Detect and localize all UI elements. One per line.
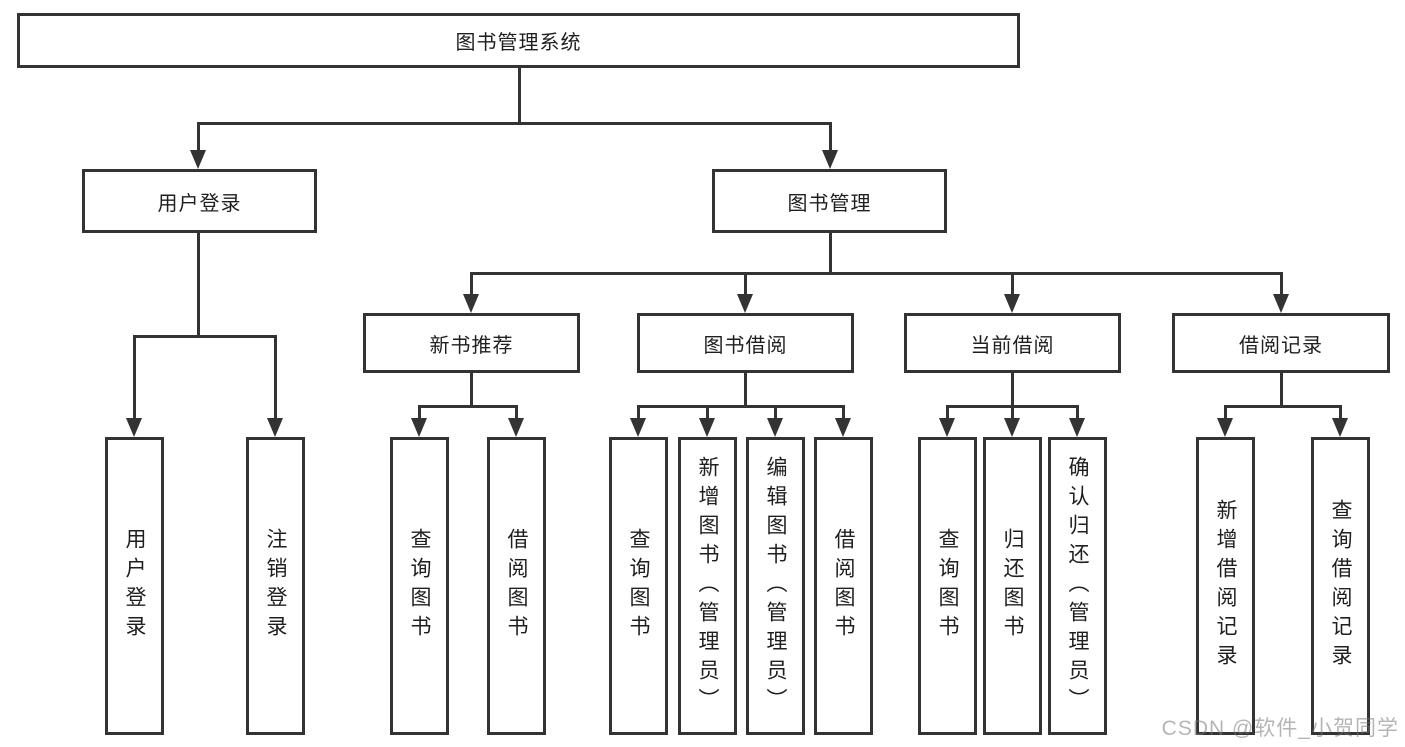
node-book-borrow: 图书借阅: [637, 313, 854, 373]
connector-line: [470, 272, 1282, 275]
node-user-login: 用户登录: [82, 169, 317, 233]
connector-line: [1011, 405, 1014, 419]
connector-line: [515, 405, 518, 419]
connector-line: [774, 405, 777, 419]
node-label: 图书管理: [787, 192, 872, 215]
node-new-book-recommend: 新书推荐: [363, 313, 580, 373]
node-label: 当前借阅: [970, 334, 1055, 357]
node-label: 借阅记录: [1239, 334, 1323, 357]
leaf-borrow-query-books: 查询图书: [609, 437, 668, 735]
arrowhead-down-icon: [463, 294, 479, 313]
leaf-record-query-borrow-record: 查询借阅记录: [1311, 437, 1370, 735]
connector-line: [518, 68, 521, 122]
arrowhead-down-icon: [822, 150, 838, 169]
arrowhead-down-icon: [508, 418, 524, 437]
leaf-label: 查询借阅记录: [1329, 499, 1352, 673]
arrowhead-down-icon: [1332, 418, 1348, 437]
arrowhead-down-icon: [411, 418, 427, 437]
arrowhead-down-icon: [630, 418, 646, 437]
arrowhead-down-icon: [1004, 418, 1020, 437]
arrowhead-down-icon: [737, 294, 753, 313]
connector-line: [197, 122, 200, 151]
leaf-label: 查询图书: [408, 528, 431, 644]
leaf-newbook-borrow-books: 借阅图书: [487, 437, 546, 735]
node-current-borrow: 当前借阅: [904, 313, 1121, 373]
connector-line: [706, 405, 709, 419]
connector-line: [946, 405, 949, 419]
connector-line: [418, 405, 421, 419]
leaf-user-login: 用户登录: [105, 437, 164, 735]
leaf-label: 查询图书: [627, 528, 650, 644]
leaf-label: 新增图书（管理员）: [696, 455, 719, 717]
arrowhead-down-icon: [1069, 418, 1085, 437]
arrowhead-down-icon: [126, 418, 142, 437]
leaf-record-add-borrow-record: 新增借阅记录: [1196, 437, 1255, 735]
leaf-label: 归还图书: [1001, 528, 1024, 644]
node-label: 新书推荐: [429, 334, 514, 357]
leaf-label: 新增借阅记录: [1214, 499, 1237, 673]
leaf-label: 查询图书: [936, 528, 959, 644]
connector-line: [133, 335, 136, 418]
watermark: CSDN @软件_小贺同学: [1161, 717, 1399, 740]
connector-line: [1011, 272, 1014, 295]
arrowhead-down-icon: [1217, 418, 1233, 437]
arrowhead-down-icon: [1273, 294, 1289, 313]
connector-line: [1339, 405, 1342, 419]
leaf-newbook-query-books: 查询图书: [390, 437, 449, 735]
leaf-borrow-edit-books-admin: 编辑图书（管理员）: [746, 437, 805, 735]
leaf-borrow-borrow-books: 借阅图书: [814, 437, 873, 735]
node-root: 图书管理系统: [17, 13, 1020, 68]
connector-line: [197, 233, 200, 335]
connector-line: [1011, 373, 1014, 405]
leaf-logout: 注销登录: [246, 437, 305, 735]
connector-line: [133, 335, 277, 338]
node-book-mgmt: 图书管理: [712, 169, 947, 233]
node-label: 图书借阅: [703, 334, 788, 357]
node-label: 用户登录: [157, 192, 242, 215]
connector-line: [470, 373, 473, 405]
leaf-borrow-add-books-admin: 新增图书（管理员）: [678, 437, 737, 735]
connector-line: [1224, 405, 1341, 408]
connector-line: [744, 373, 747, 405]
connector-line: [1280, 272, 1283, 295]
connector-line: [470, 272, 473, 295]
leaf-label: 注销登录: [264, 528, 287, 644]
connector-line: [418, 405, 518, 408]
connector-line: [829, 233, 832, 272]
leaf-label: 借阅图书: [832, 528, 855, 644]
connector-line: [197, 122, 832, 125]
arrowhead-down-icon: [267, 418, 283, 437]
connector-line: [1224, 405, 1227, 419]
connector-line: [637, 405, 844, 408]
leaf-label: 确认归还（管理员）: [1066, 455, 1089, 717]
connector-line: [744, 272, 747, 295]
node-root-label: 图书管理系统: [455, 32, 582, 54]
node-borrow-record: 借阅记录: [1172, 313, 1390, 373]
arrowhead-down-icon: [835, 418, 851, 437]
connector-line: [637, 405, 640, 419]
leaf-label: 编辑图书（管理员）: [764, 455, 787, 717]
connector-line: [842, 405, 845, 419]
leaf-label: 用户登录: [123, 528, 146, 644]
arrowhead-down-icon: [767, 418, 783, 437]
connector-line: [1280, 373, 1283, 405]
connector-line: [274, 335, 277, 418]
arrowhead-down-icon: [190, 150, 206, 169]
connector-line: [1076, 405, 1079, 419]
leaf-label: 借阅图书: [505, 528, 528, 644]
connector-line: [829, 122, 832, 151]
leaf-current-return-books: 归还图书: [983, 437, 1042, 735]
leaf-current-query-books: 查询图书: [918, 437, 977, 735]
leaf-current-confirm-return-admin: 确认归还（管理员）: [1048, 437, 1107, 735]
arrowhead-down-icon: [699, 418, 715, 437]
arrowhead-down-icon: [1004, 294, 1020, 313]
arrowhead-down-icon: [939, 418, 955, 437]
